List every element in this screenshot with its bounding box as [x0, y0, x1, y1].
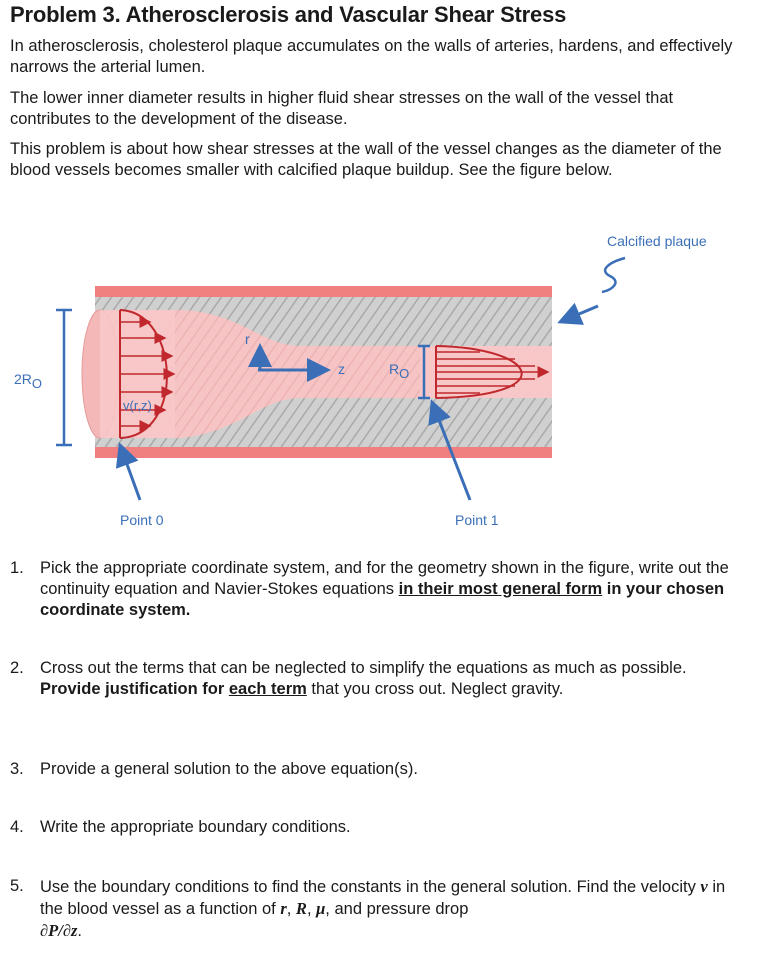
label-r0: RO	[389, 361, 409, 381]
label-calcified-plaque: Calcified plaque	[607, 233, 707, 249]
question-5: 5. Use the boundary conditions to find t…	[10, 877, 726, 940]
velocity-profile-point1	[435, 345, 550, 399]
vessel-figure: 2RO RO r z v(r,z) Point 0 Point 1 Calcif…	[14, 233, 707, 528]
question-3: 3. Provide a general solution to the abo…	[10, 760, 418, 778]
label-r-axis: r	[245, 331, 250, 347]
label-point0: Point 0	[120, 512, 164, 528]
velocity-profile-point0	[119, 309, 176, 439]
radius-dimension	[418, 344, 430, 400]
intro-paragraph-2: The lower inner diameter results in high…	[10, 89, 674, 128]
question-1: 1. Pick the appropriate coordinate syste…	[10, 559, 729, 619]
label-point1: Point 1	[455, 512, 499, 528]
label-velocity: v(r,z)	[123, 398, 152, 413]
problem-title: Problem 3. Atherosclerosis and Vascular …	[10, 2, 567, 27]
question-4: 4. Write the appropriate boundary condit…	[10, 818, 351, 836]
intro-paragraph-1: In atherosclerosis, cholesterol plaque a…	[10, 37, 733, 76]
plaque-squiggle	[601, 256, 626, 294]
intro-paragraph-3: This problem is about how shear stresses…	[10, 140, 722, 179]
label-2r0: 2RO	[14, 371, 42, 391]
pointer-point0	[115, 442, 142, 501]
vessel-wall-bottom	[95, 447, 552, 458]
coordinate-axes	[248, 343, 331, 382]
pointer-point1	[428, 399, 472, 501]
question-2: 2. Cross out the terms that can be negle…	[10, 659, 687, 698]
pointer-plaque	[557, 302, 599, 325]
vessel-wall-top	[95, 286, 552, 297]
label-z-axis: z	[338, 361, 345, 377]
diameter-dimension	[56, 308, 72, 447]
